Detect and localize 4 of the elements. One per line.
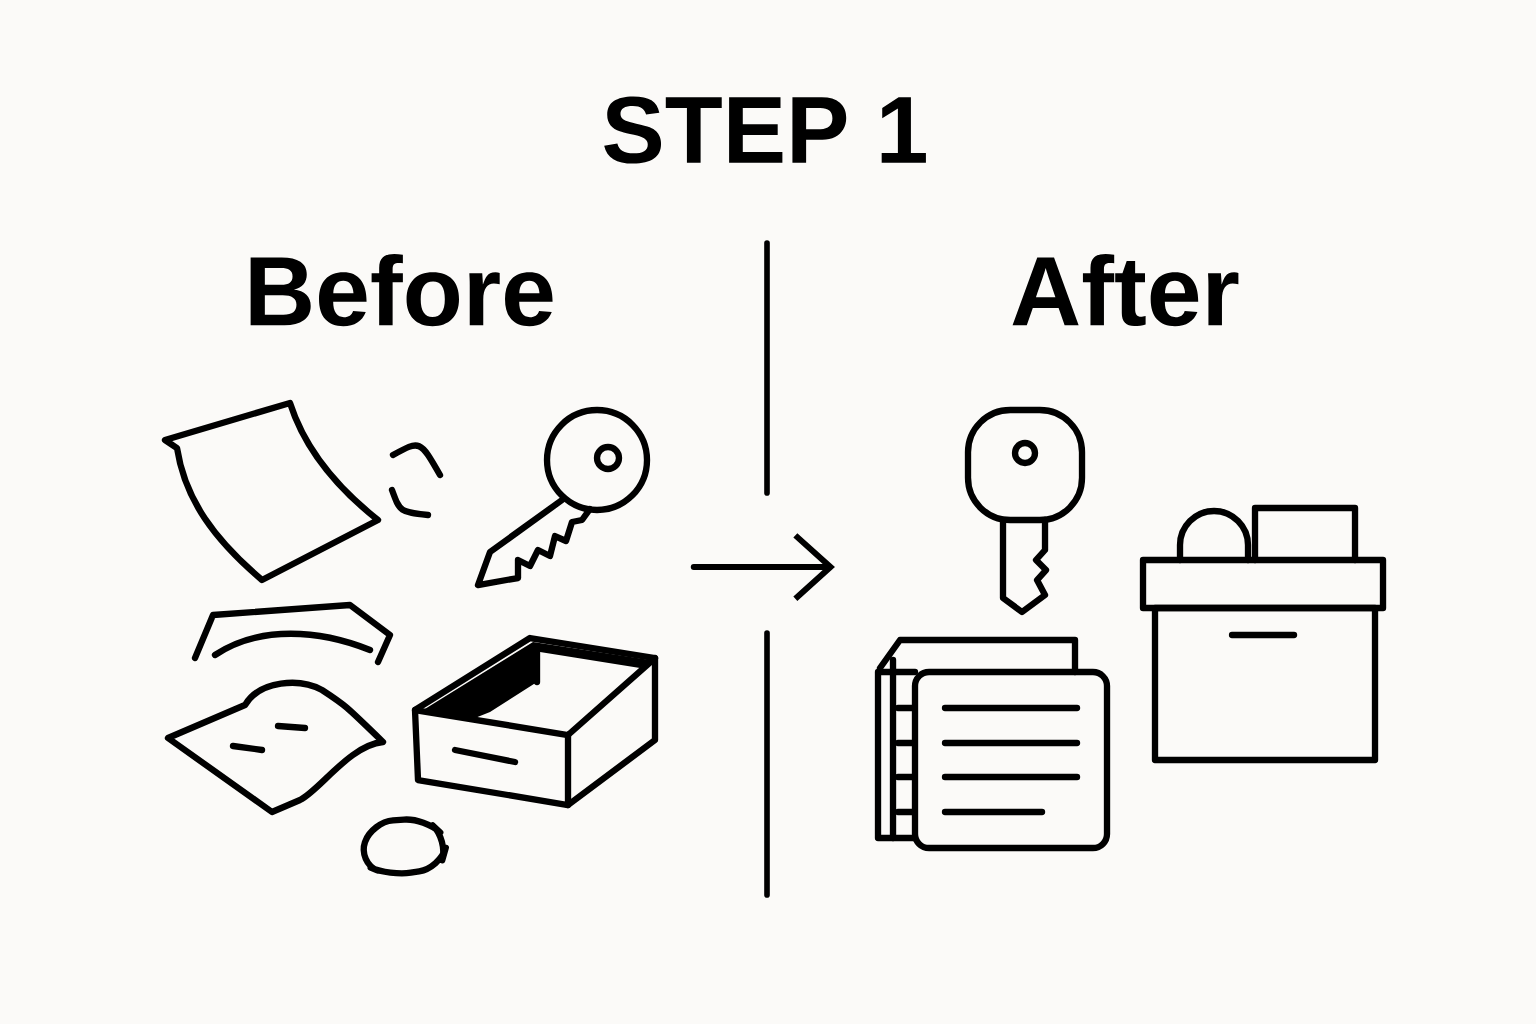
title: STEP 1: [604, 96, 926, 164]
panel-heading: Before: [250, 253, 553, 327]
panel-heading: After: [1012, 253, 1239, 327]
arrow: [690, 533, 835, 601]
